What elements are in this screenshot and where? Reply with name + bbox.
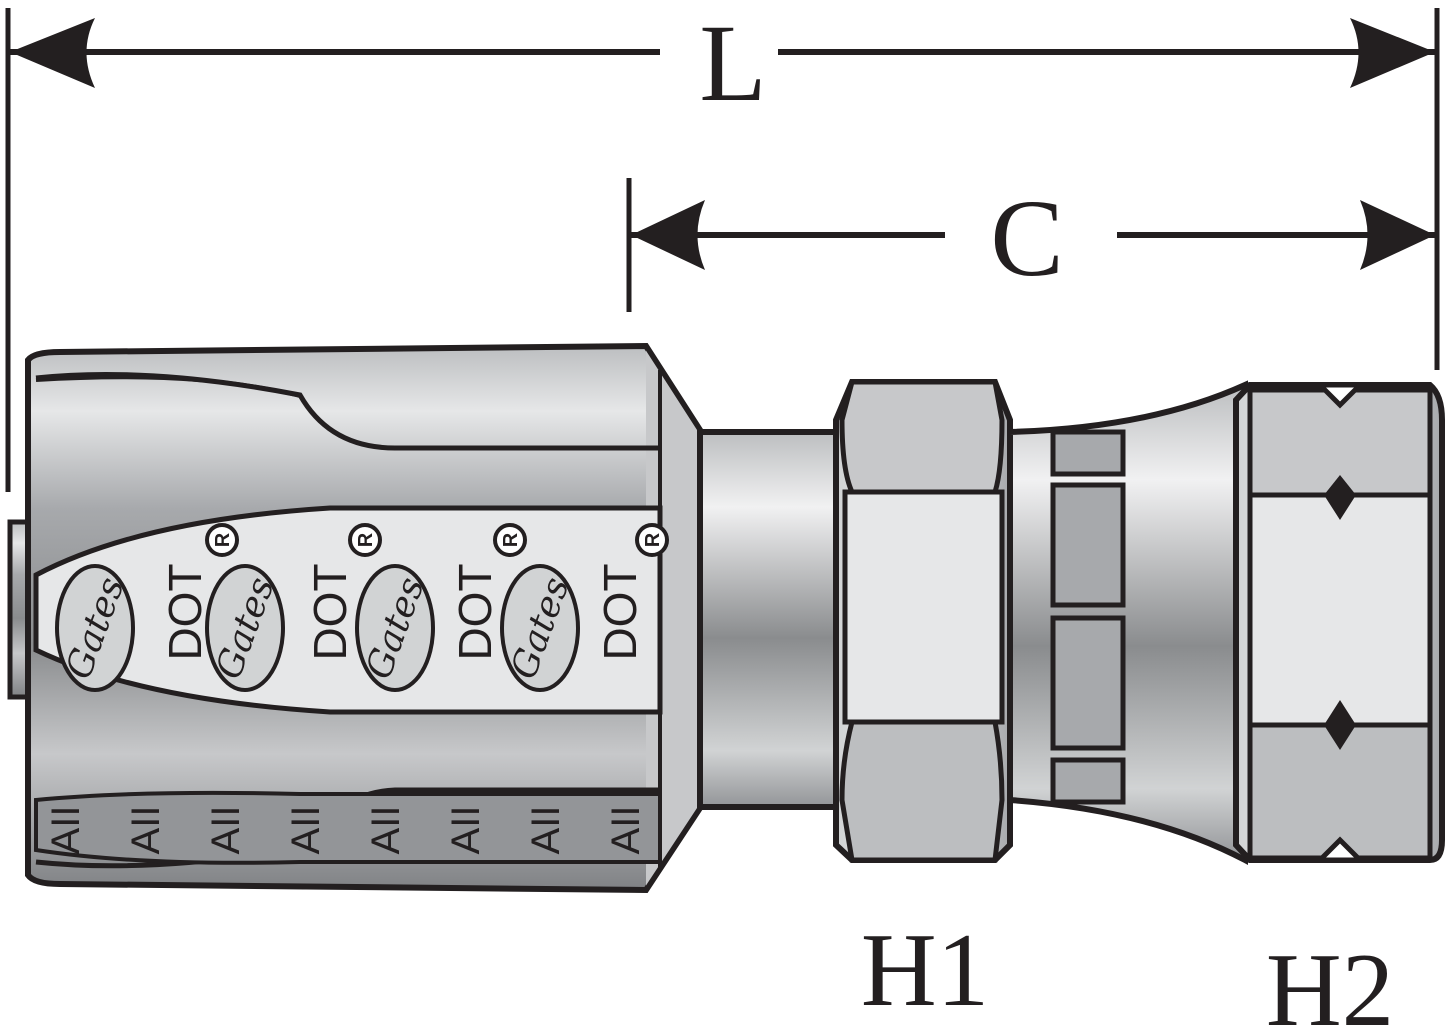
logo-group-3: Gates (355, 564, 435, 692)
brand-logo-oval (355, 564, 435, 692)
swivel-collar (1007, 380, 1248, 865)
hex-h2-bottom-notch (1313, 836, 1367, 863)
dot-group-1: DOT (159, 563, 211, 660)
grip-text: AII (444, 806, 488, 855)
registered-mark-2: R (348, 523, 382, 557)
logo-group-2: Gates (205, 564, 285, 692)
grip-stamp-7: AII (524, 806, 568, 855)
dot-group-4: DOT (594, 563, 646, 660)
hex-nut-h1 (833, 379, 1013, 863)
grip-stamp-5: AII (364, 806, 408, 855)
dimension-l: L (5, 2, 1440, 492)
dimension-label-c: C (990, 177, 1063, 299)
hex-h2-top-notch (1313, 382, 1367, 409)
hex-h2-diamond-lower (1324, 700, 1356, 750)
ferrule-grip-band (34, 790, 662, 865)
logo-group-4: Gates (500, 564, 580, 692)
grip-stamp-3: AII (204, 806, 248, 855)
collar-slot-2 (1050, 482, 1126, 608)
arrowhead-l-left (10, 18, 95, 88)
dot-marking: DOT (159, 563, 211, 660)
grip-text: AII (604, 806, 648, 855)
logo-group-1: Gates (55, 564, 135, 692)
registered-mark-text: R (500, 532, 522, 547)
grip-text: AII (44, 806, 88, 855)
hex-label-h2: H2 (1266, 931, 1394, 1031)
registered-mark-3: R (493, 523, 527, 557)
registered-mark-text: R (355, 532, 377, 547)
grip-stamp-2: AII (124, 806, 168, 855)
hex-h1-upper-face (839, 379, 1005, 495)
grip-text: AII (124, 806, 168, 855)
grip-stamp-4: AII (284, 806, 328, 855)
registered-mark-text: R (642, 532, 664, 547)
grip-stamp-8: AII (604, 806, 648, 855)
fitting-stem (697, 429, 841, 810)
arrowhead-c-left (631, 200, 705, 270)
collar-slot-3 (1050, 615, 1126, 751)
grip-text: AII (204, 806, 248, 855)
registered-mark-4: R (635, 523, 669, 557)
arrowhead-c-right (1360, 200, 1435, 270)
registered-mark-text: R (212, 532, 234, 547)
hex-h2-middle-face (1247, 492, 1433, 728)
grip-text: AII (284, 806, 328, 855)
collar-slot-4 (1050, 757, 1126, 805)
hex-h2-diamond-upper (1324, 475, 1356, 520)
grip-text: AII (524, 806, 568, 855)
dot-marking: DOT (449, 563, 501, 660)
brand-logo-oval (205, 564, 285, 692)
registered-mark-1: R (205, 523, 239, 557)
brand-logo-oval (500, 564, 580, 692)
dot-group-3: DOT (449, 563, 501, 660)
swivel-collar-body (1007, 380, 1248, 865)
grip-text: AII (364, 806, 408, 855)
collar-slot-1 (1050, 429, 1126, 477)
dimension-label-l: L (699, 2, 766, 124)
ferrule-upper-ridge (35, 375, 301, 398)
grip-stamp-1: AII (44, 806, 88, 855)
hex-label-h1: H1 (861, 911, 989, 1028)
dot-group-2: DOT (304, 563, 356, 660)
dimension-c: C (626, 177, 1435, 312)
hex-nut-h2 (1233, 382, 1445, 863)
dot-marking: DOT (304, 563, 356, 660)
dot-marking: DOT (594, 563, 646, 660)
ferrule-markings: Gates DOT Gates DOT Gates DOT Gates DOT (44, 523, 669, 855)
hex-h1-lower-face (839, 719, 1005, 863)
hex-h1-middle-face (842, 489, 1005, 725)
arrowhead-l-right (1350, 18, 1435, 88)
brand-logo-oval (55, 564, 135, 692)
grip-stamp-6: AII (444, 806, 488, 855)
